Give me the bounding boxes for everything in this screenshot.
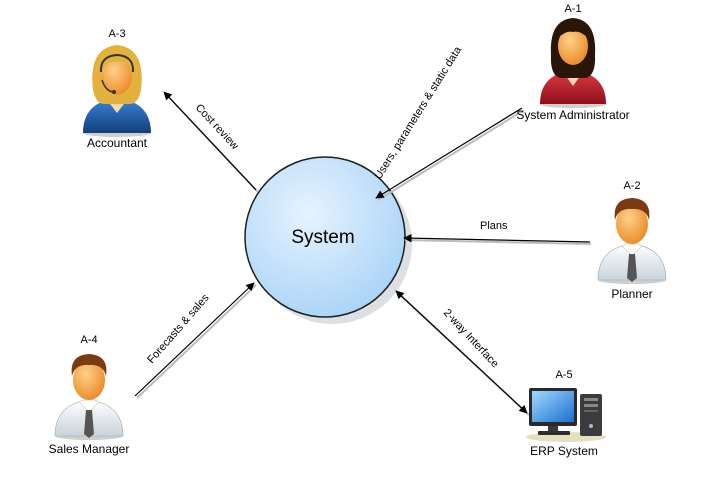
accountant-avatar-icon [83, 45, 151, 137]
actor-accountant: A-3 Accountant [83, 28, 151, 150]
actor-erp-system: A-5 ERP System [526, 369, 606, 458]
flow-label-accountant: Cost review [193, 102, 241, 152]
actor-name-a4: Sales Manager [49, 442, 130, 456]
actor-sales-manager: A-4 Sales Manager [49, 334, 130, 456]
computer-icon [526, 388, 606, 442]
actor-id-a1: A-1 [564, 3, 581, 15]
flow-planner: Plans [403, 220, 592, 245]
actor-id-a5: A-5 [555, 369, 572, 381]
system-node: System [244, 156, 412, 324]
actor-id-a4: A-4 [80, 334, 97, 346]
planner-avatar-icon [597, 198, 667, 284]
actor-name-a5: ERP System [530, 444, 598, 458]
actor-id-a3: A-3 [108, 28, 125, 40]
admin-avatar-icon [539, 18, 607, 108]
actor-id-a2: A-2 [623, 180, 640, 192]
actor-planner: A-2 Planner [597, 180, 667, 301]
actor-system-administrator: A-1 System Administrator [516, 3, 629, 122]
actor-name-a3: Accountant [87, 136, 148, 150]
flow-accountant: Cost review [163, 91, 259, 193]
flow-sales: Forecasts & sales [134, 282, 257, 399]
flow-label-planner: Plans [480, 220, 508, 232]
flow-label-admin: Users, parameters & static data [372, 44, 464, 182]
actor-name-a2: Planner [611, 287, 652, 301]
flow-admin: Users, parameters & static data [372, 44, 525, 201]
actor-name-a1: System Administrator [516, 108, 629, 122]
flow-erp: 2-way Interface [395, 290, 530, 416]
sales-manager-avatar-icon [54, 354, 124, 440]
system-label: System [291, 227, 354, 248]
